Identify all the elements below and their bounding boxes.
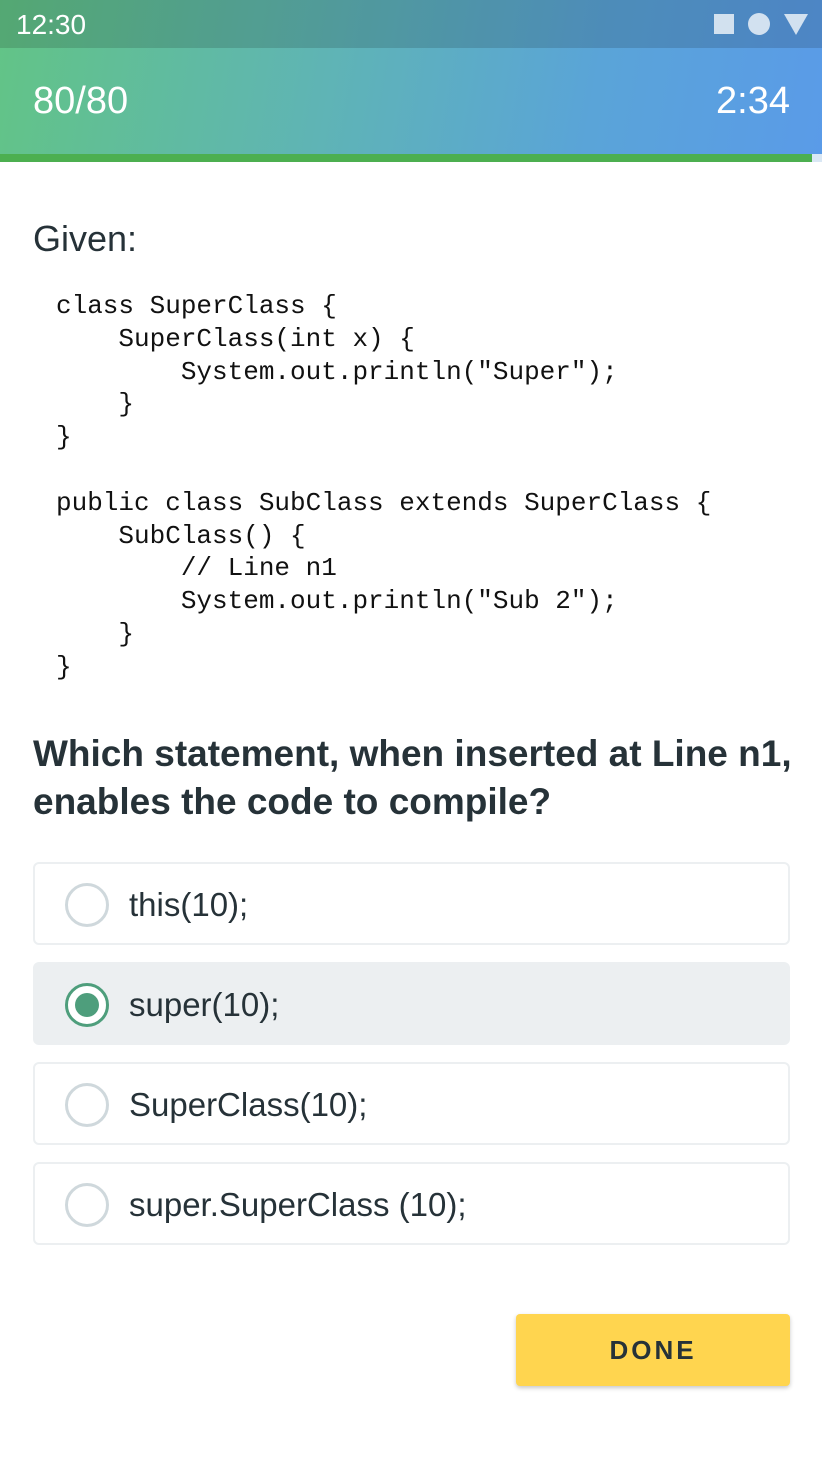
answer-option-label: super.SuperClass (10);	[129, 1186, 467, 1223]
done-button[interactable]: DONE	[516, 1314, 790, 1386]
circle-icon	[748, 13, 770, 35]
question-prompt: Which statement, when inserted at Line n…	[33, 733, 792, 822]
code-snippet: class SuperClass { SuperClass(int x) { S…	[56, 291, 712, 682]
radio-button[interactable]	[65, 1083, 109, 1127]
answer-option-label: super(10);	[129, 986, 280, 1023]
question-progress-count: 80/80	[33, 80, 129, 122]
status-bar: 12:30	[0, 0, 822, 48]
answer-option-label: this(10);	[129, 886, 249, 923]
radio-button[interactable]	[65, 883, 109, 927]
status-time: 12:30	[16, 9, 87, 40]
given-label: Given:	[33, 218, 138, 259]
radio-button[interactable]	[65, 983, 109, 1027]
radio-selected-dot	[75, 993, 99, 1017]
radio-button[interactable]	[65, 1183, 109, 1227]
answer-option-1[interactable]: this(10);	[33, 862, 790, 945]
answer-option-2[interactable]: super(10);	[33, 962, 790, 1045]
answer-option-3[interactable]: SuperClass(10);	[33, 1062, 790, 1145]
top-bar: 12:30 80/80 2:34	[0, 0, 822, 162]
progress-bar	[0, 154, 822, 162]
stop-square-icon	[714, 14, 734, 34]
countdown-timer: 2:34	[716, 80, 790, 122]
answer-option-4[interactable]: super.SuperClass (10);	[33, 1162, 790, 1245]
triangle-down-icon	[784, 13, 808, 35]
progress-bar-fill	[0, 154, 813, 162]
answer-option-label: SuperClass(10);	[129, 1086, 368, 1123]
status-icons	[714, 13, 808, 35]
